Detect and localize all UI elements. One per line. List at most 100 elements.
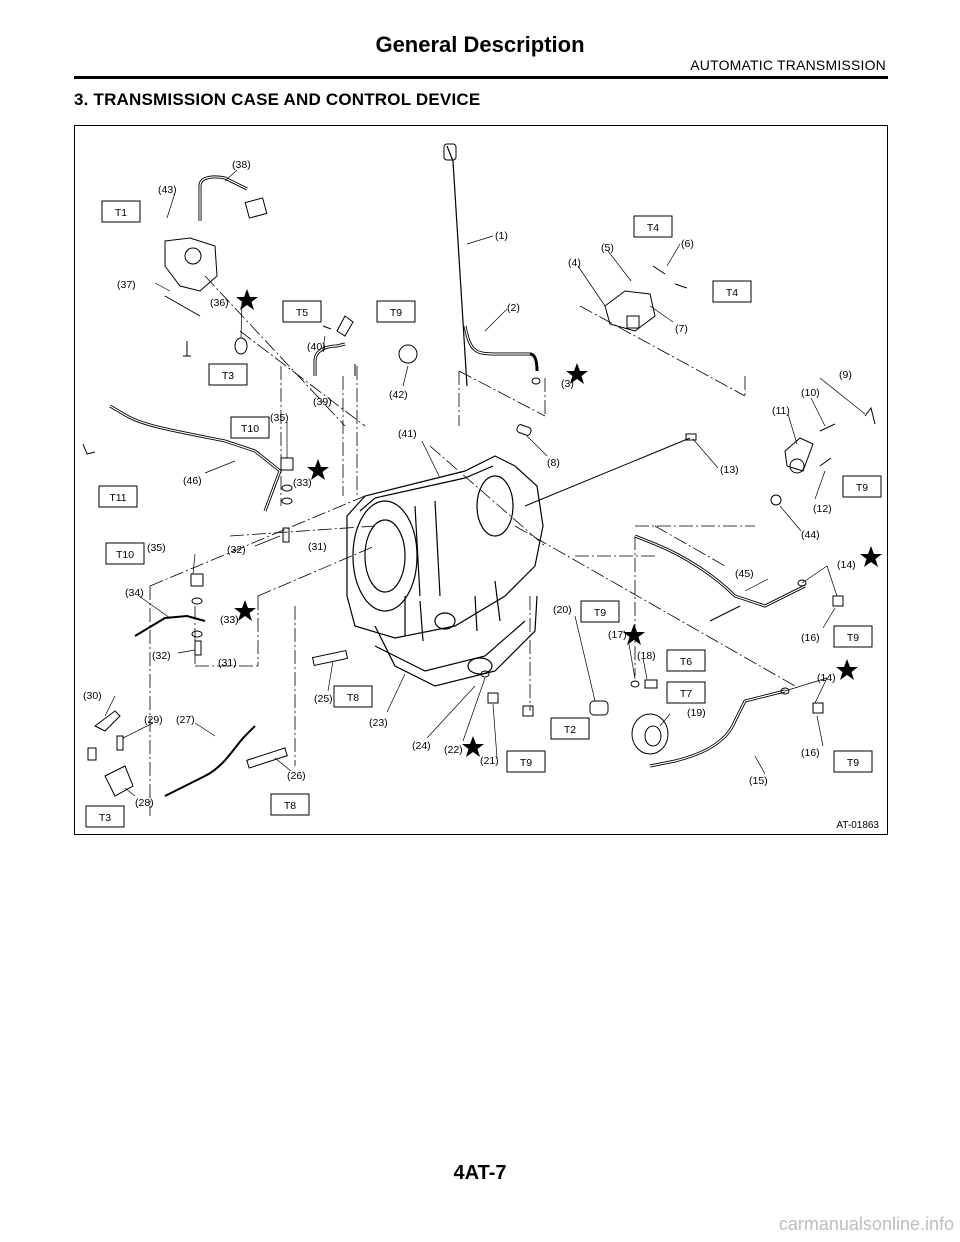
callout: (40): [307, 341, 326, 353]
svg-text:T9: T9: [847, 632, 859, 644]
torque-label: T9: [833, 625, 873, 648]
torque-label: T9: [506, 750, 546, 773]
callout: (19): [687, 707, 706, 719]
callout: (18): [637, 650, 656, 662]
callout: (13): [720, 464, 739, 476]
star-icons: [234, 289, 882, 757]
torque-label: T9: [842, 475, 882, 498]
svg-text:T3: T3: [99, 812, 111, 824]
page-title: General Description: [375, 32, 585, 57]
callout: (35): [147, 542, 166, 554]
callout: (1): [495, 230, 508, 242]
svg-text:T3: T3: [222, 370, 234, 382]
torque-label: T8: [270, 793, 310, 816]
torque-label: T4: [712, 280, 752, 303]
watermark[interactable]: carmanualsonline.info: [778, 1214, 954, 1234]
torque-label: T10: [230, 416, 270, 439]
torque-label: T9: [833, 750, 873, 773]
torque-label: T1: [101, 200, 141, 223]
callout: (20): [553, 604, 572, 616]
callout: (21): [480, 755, 499, 767]
callout: (28): [135, 797, 154, 809]
callout: (8): [547, 457, 560, 469]
callout: (6): [681, 238, 694, 250]
svg-text:T9: T9: [520, 757, 532, 769]
callout: (24): [412, 740, 431, 752]
callout: (26): [287, 770, 306, 782]
torque-label: T3: [208, 363, 248, 386]
svg-text:T9: T9: [594, 607, 606, 619]
svg-text:T8: T8: [284, 800, 296, 812]
page-number: 4AT-7: [453, 1162, 507, 1184]
callout: (7): [675, 323, 688, 335]
torque-label: T11: [98, 485, 138, 508]
part-callouts: (38) (43) (37) (36) (1) (2) (3) (4) (5) …: [83, 159, 856, 809]
figure-id: AT-01863: [836, 820, 879, 831]
callout: (37): [117, 279, 136, 291]
callout: (10): [801, 387, 820, 399]
callout: (32): [152, 650, 171, 662]
exploded-view-figure: T1 T4 T4 T5 T9 T3 T10 T11 T9 T10 T9 T6 T…: [74, 125, 888, 835]
callout: (32): [227, 544, 246, 556]
callout: (33): [220, 614, 239, 626]
callout: (16): [801, 747, 820, 759]
svg-text:T9: T9: [390, 307, 402, 319]
callout: (29): [144, 714, 163, 726]
callout: (31): [218, 657, 237, 669]
torque-label: T9: [580, 600, 620, 623]
callout: (42): [389, 389, 408, 401]
callout: (30): [83, 690, 102, 702]
svg-text:T7: T7: [680, 688, 692, 700]
callout: (43): [158, 184, 177, 196]
callout: (3): [561, 378, 574, 390]
callout: (46): [183, 475, 202, 487]
transmission-case: [346, 455, 544, 687]
torque-label: T9: [376, 300, 416, 323]
callout: (14): [817, 672, 836, 684]
svg-text:T4: T4: [726, 287, 738, 299]
svg-text:T5: T5: [296, 307, 308, 319]
torque-label: T3: [85, 805, 125, 828]
callout: (33): [293, 477, 312, 489]
header-rule: [74, 76, 888, 79]
callout: (15): [749, 775, 768, 787]
svg-text:T11: T11: [109, 492, 126, 504]
assembly-lines: [149, 275, 796, 816]
callout: (36): [210, 297, 229, 309]
torque-label: T7: [666, 681, 706, 704]
callout: (22): [444, 744, 463, 756]
svg-text:T9: T9: [847, 757, 859, 769]
callout: (2): [507, 302, 520, 314]
leader-lines: [104, 169, 866, 797]
callout: (34): [125, 587, 144, 599]
callout: (23): [369, 717, 388, 729]
svg-text:T10: T10: [241, 423, 259, 435]
callout: (44): [801, 529, 820, 541]
torque-labels: T1 T4 T4 T5 T9 T3 T10 T11 T9 T10 T9 T6 T…: [85, 200, 882, 828]
svg-text:T1: T1: [115, 207, 127, 219]
callout: (39): [313, 396, 332, 408]
callout: (31): [308, 541, 327, 553]
torque-label: T5: [282, 300, 322, 323]
svg-text:T4: T4: [647, 222, 659, 234]
callout: (5): [601, 242, 614, 254]
svg-text:T6: T6: [680, 656, 692, 668]
exploded-view-drawing: T1 T4 T4 T5 T9 T3 T10 T11 T9 T10 T9 T6 T…: [82, 143, 882, 828]
torque-label: T10: [105, 542, 145, 565]
callout: (45): [735, 568, 754, 580]
torque-label: T8: [333, 685, 373, 708]
callout: (35): [270, 412, 289, 424]
callout: (9): [839, 369, 852, 381]
section-title: 3. TRANSMISSION CASE AND CONTROL DEVICE: [74, 90, 481, 109]
svg-text:T8: T8: [347, 692, 359, 704]
callout: (38): [232, 159, 251, 171]
callout: (14): [837, 559, 856, 571]
torque-label: T2: [550, 717, 590, 740]
callout: (16): [801, 632, 820, 644]
callout: (25): [314, 693, 333, 705]
torque-label: T4: [633, 215, 673, 238]
svg-text:T10: T10: [116, 549, 134, 561]
callout: (17): [608, 629, 627, 641]
torque-label: T6: [666, 649, 706, 672]
callout: (12): [813, 503, 832, 515]
